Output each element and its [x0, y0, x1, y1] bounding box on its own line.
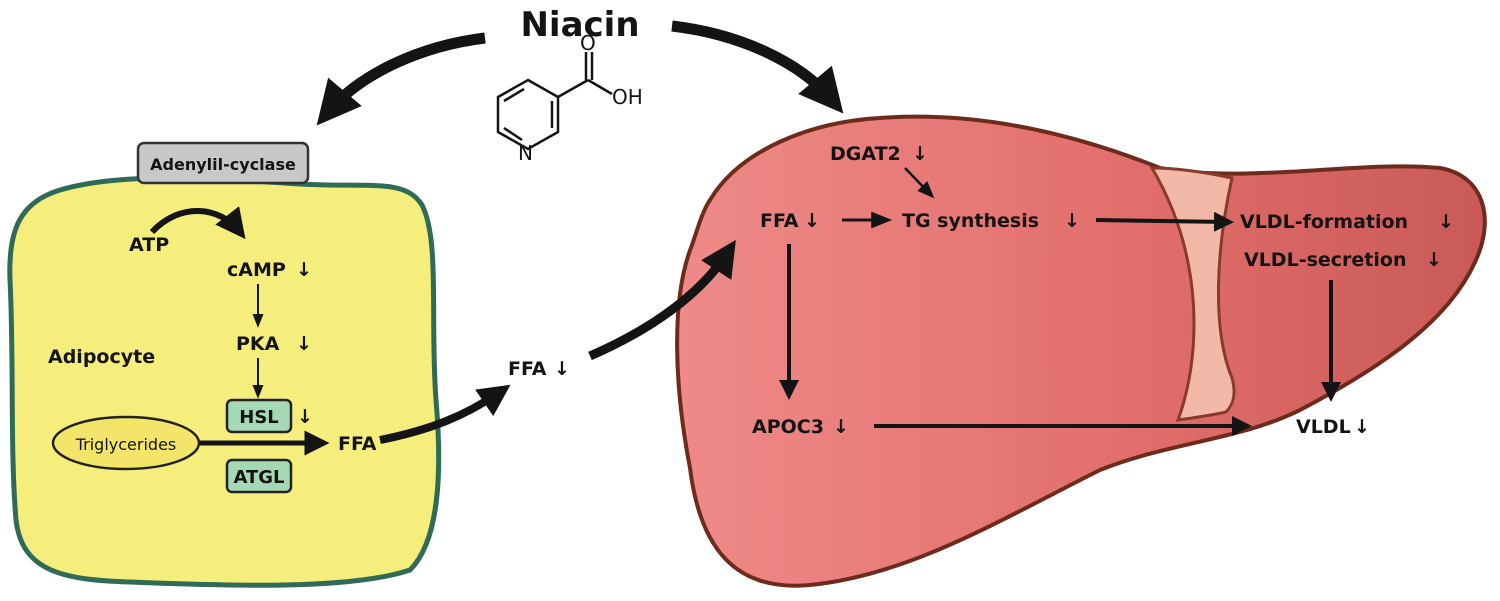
molecule-atom-oh: OH — [612, 85, 643, 109]
diagram-title: Niacin — [520, 5, 639, 45]
vldl-decrease-icon: ↓ — [1354, 416, 1370, 438]
dgat2-decrease-icon: ↓ — [912, 143, 928, 165]
camp-decrease-icon: ↓ — [296, 259, 312, 281]
dgat2-label: DGAT2 — [830, 143, 901, 165]
circulating-ffa-label: FFA — [508, 358, 547, 380]
apoc3-label: APOC3 — [752, 416, 824, 438]
atp-label: ATP — [129, 234, 169, 256]
liver-ligament — [1149, 166, 1236, 422]
camp-label: cAMP — [227, 259, 286, 281]
vldl-formation-label: VLDL-formation — [1240, 211, 1408, 233]
adipocyte-ffa-label: FFA — [338, 433, 377, 455]
arrow-circulation-to-liver-ffa — [588, 239, 736, 361]
triglycerides-label: Triglycerides — [75, 435, 177, 454]
pka-decrease-icon: ↓ — [296, 333, 312, 355]
arrow-tg-synthesis-to-vldl-formation — [1095, 211, 1234, 232]
liver — [675, 114, 1487, 588]
molecule-atom-n: N — [518, 141, 533, 165]
liver-ffa-decrease-icon: ↓ — [804, 210, 820, 232]
adenylyl-cyclase-box — [136, 141, 310, 185]
tg-synthesis-label: TG synthesis — [902, 210, 1039, 232]
molecule-atom-o: O — [580, 31, 596, 55]
vldl-formation-decrease-icon: ↓ — [1438, 211, 1454, 233]
liver-ffa-label: FFA — [760, 210, 799, 232]
adipocyte-cell — [7, 175, 442, 588]
hsl-label: HSL — [239, 407, 279, 428]
pka-label: PKA — [236, 333, 280, 355]
hsl-decrease-icon: ↓ — [297, 406, 313, 428]
atgl-label: ATGL — [233, 467, 284, 488]
atgl-box — [225, 458, 293, 494]
arrow-niacin-to-adipocyte — [316, 32, 486, 126]
adenylyl-cyclase-label: Adenylil-cyclase — [150, 155, 296, 174]
nicotinic-acid-structure — [496, 52, 613, 151]
vldl-secretion-label: VLDL-secretion — [1244, 249, 1406, 271]
triglycerides-ellipse — [51, 415, 201, 471]
hsl-box — [225, 398, 293, 434]
arrow-dgat2-to-tg-synthesis — [904, 167, 935, 199]
vldl-label: VLDL — [1296, 416, 1351, 438]
arrow-adipocyte-ffa-to-circulation — [379, 384, 511, 444]
tg-synthesis-decrease-icon: ↓ — [1064, 210, 1080, 232]
adipocyte-label: Adipocyte — [48, 346, 155, 368]
arrow-niacin-to-liver — [671, 20, 844, 114]
circulating-ffa-decrease-icon: ↓ — [554, 358, 570, 380]
vldl-secretion-decrease-icon: ↓ — [1426, 249, 1442, 271]
arrow-atp-to-camp — [149, 206, 246, 240]
apoc3-decrease-icon: ↓ — [833, 416, 849, 438]
